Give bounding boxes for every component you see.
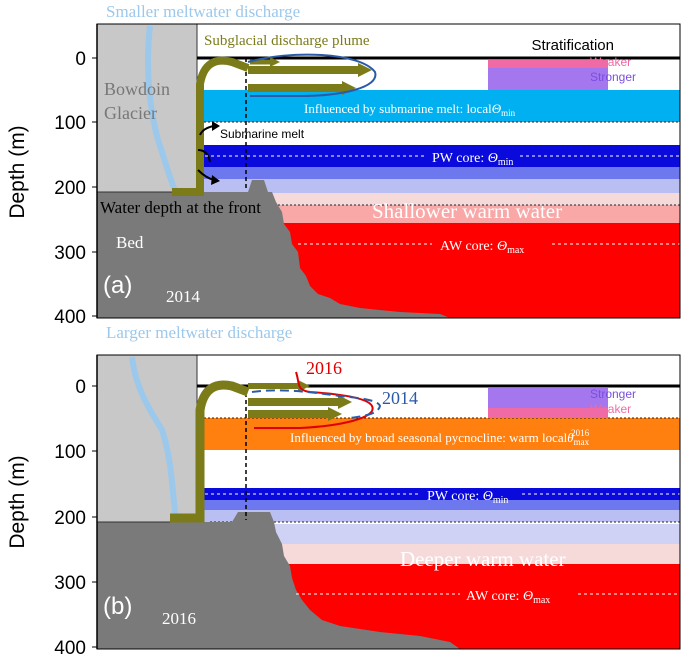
strat-stronger-box-b — [488, 388, 608, 408]
y-axis-a: 0 100 200 300 400 Depth (m) — [6, 24, 98, 328]
discharge-plume — [172, 56, 250, 196]
meltwater-channel — [144, 25, 178, 192]
warm-water-label: Shallower warm water — [372, 199, 562, 223]
plume-outline-2014 — [247, 53, 377, 97]
strat-weaker-box — [488, 60, 608, 68]
submarine-melt-label: Submarine melt — [220, 127, 305, 141]
pycnocline-label: Influenced by broad seasonal pycnocline:… — [290, 428, 590, 447]
tick-a-200: 200 — [54, 178, 86, 199]
stratification-title: Stratification — [531, 37, 614, 54]
panel-a-year: 2014 — [166, 287, 201, 306]
strat-weaker-box-b — [488, 408, 608, 418]
strat-stronger-box — [488, 68, 608, 90]
tick-a-400: 400 — [54, 307, 86, 328]
strat-stronger-label: Stronger — [590, 70, 636, 84]
bed-b — [97, 512, 460, 649]
panel-b: Larger meltwater discharge Stronger Weak… — [96, 323, 681, 650]
pw-core-label-b: PW core: Θmin — [427, 489, 508, 506]
y-axis-label-a: Depth (m) — [6, 125, 29, 218]
tick-a-0: 0 — [75, 49, 86, 70]
discharge-plume-b — [170, 380, 250, 523]
strat-weaker-label-b: Weaker — [590, 402, 631, 416]
submarine-melt-layer-label: Influenced by submarine melt: localΘmin — [304, 101, 516, 118]
aw-core-label-b: AW core: Θmax — [466, 589, 550, 606]
strat-weaker-label: Weaker — [590, 55, 631, 69]
panel-a-label: (a) — [103, 272, 132, 299]
plume-outline-2014-b — [251, 389, 382, 419]
tick-a-100: 100 — [54, 113, 86, 134]
panel-b-label: (b) — [103, 593, 132, 620]
pw-core-label: PW core: Θmin — [432, 151, 513, 168]
plume-label: Subglacial discharge plume — [204, 33, 370, 49]
pw-core-layer — [200, 145, 680, 167]
panel-a-caption: Smaller meltwater discharge — [106, 2, 300, 21]
pycnocline-layer — [200, 418, 680, 450]
tick-b-200: 200 — [54, 508, 86, 529]
marker-2014: 2014 — [382, 388, 418, 408]
bed-label: Bed — [116, 233, 144, 252]
bed — [97, 180, 450, 318]
marker-2016: 2016 — [306, 358, 342, 378]
strat-stronger-label-b: Stronger — [590, 387, 636, 401]
front-depth-label: Water depth at the front — [100, 198, 261, 217]
y-axis-label-b: Depth (m) — [6, 455, 29, 548]
tick-b-100: 100 — [54, 442, 86, 463]
bowdoin-glacier-b — [96, 354, 198, 523]
y-axis-b: 0 100 200 300 400 Depth (m) — [6, 355, 98, 659]
panel-b-caption: Larger meltwater discharge — [106, 323, 292, 342]
tick-b-0: 0 — [75, 377, 86, 398]
glacier-label: Bowdoin Glacier — [104, 79, 175, 123]
meltwater-channel-b — [129, 356, 179, 521]
panel-b-year: 2016 — [162, 609, 196, 628]
plume-outline-2016 — [254, 371, 374, 429]
warm-water-label-b: Deeper warm water — [400, 547, 566, 571]
tick-b-300: 300 — [54, 573, 86, 594]
tick-b-400: 400 — [54, 638, 86, 659]
pw-core-layer-b — [200, 488, 680, 500]
panel-a: Smaller meltwater discharge Stratificati… — [96, 2, 681, 319]
aw-core-label: AW core: Θmax — [440, 239, 524, 256]
tick-a-300: 300 — [54, 243, 86, 264]
